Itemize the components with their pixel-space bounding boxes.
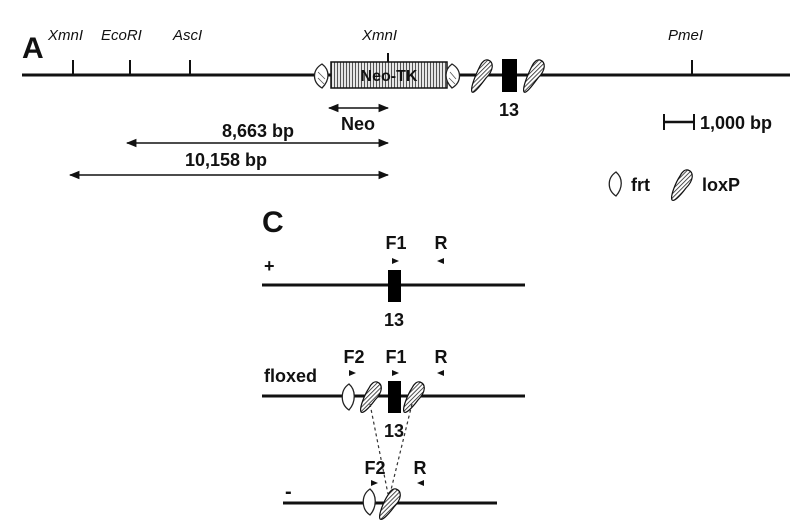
- panel-a-letter: A: [22, 32, 44, 65]
- legend-frt-symbol: [608, 171, 622, 197]
- fragment-10158-label: 10,158 bp: [185, 150, 267, 170]
- site-xmni-1: XmnI: [47, 27, 83, 75]
- wt-primer-f1-label: F1: [385, 233, 406, 253]
- wt-exon-13-label: 13: [384, 310, 404, 330]
- floxed-frt-site: [341, 383, 355, 411]
- site-pmei: PmeI: [668, 27, 703, 75]
- null-frt-site: [362, 488, 376, 516]
- null-allele-label: -: [285, 481, 292, 503]
- scale-bar: [663, 114, 695, 130]
- scale-bar-label: 1,000 bp: [700, 113, 772, 133]
- floxed-loxp-left: [360, 381, 382, 413]
- frt-site-left-mark: [317, 71, 326, 85]
- loxp-site-left: [471, 59, 493, 93]
- floxed-primer-r-label: R: [435, 347, 448, 367]
- floxed-allele-label: floxed: [264, 366, 317, 386]
- null-primer-r-label: R: [414, 458, 427, 478]
- frt-site-right-mark: [448, 71, 457, 85]
- legend-loxp-label: loxP: [702, 175, 740, 195]
- legend-frt-label: frt: [631, 175, 650, 195]
- exon-13-box: [502, 59, 517, 92]
- floxed-primer-r-arrow: [437, 370, 444, 376]
- null-primer-f2-arrow: [371, 480, 378, 486]
- neo-tk-cassette: [330, 61, 448, 89]
- panel-c-letter: C: [262, 206, 284, 239]
- floxed-primer-f1-label: F1: [385, 347, 406, 367]
- legend-loxp-symbol: [671, 169, 693, 201]
- neo-tk-label: Neo-TK: [361, 68, 418, 85]
- floxed-loxp-right: [403, 381, 425, 413]
- site-label-xmni-2: XmnI: [361, 27, 397, 44]
- wt-primer-r-label: R: [435, 233, 448, 253]
- wt-allele-label: +: [264, 256, 275, 276]
- site-xmni-2: XmnI: [361, 27, 397, 62]
- site-label-pmei: PmeI: [668, 27, 703, 44]
- site-label-xmni-1: XmnI: [47, 27, 83, 44]
- null-primer-r-arrow: [417, 480, 424, 486]
- site-ecori: EcoRI: [101, 27, 142, 75]
- neo-label: Neo: [341, 114, 375, 134]
- null-primer-f2-label: F2: [364, 458, 385, 478]
- floxed-exon-13-label: 13: [384, 421, 404, 441]
- floxed-primer-f1-arrow: [392, 370, 399, 376]
- wt-primer-f1-arrow: [392, 258, 399, 264]
- floxed-exon-13-box: [388, 381, 401, 413]
- null-loxp-site: [379, 488, 401, 520]
- recombination-line-left: [369, 403, 389, 495]
- fragment-8663-label: 8,663 bp: [222, 121, 294, 141]
- wt-exon-13-box: [388, 270, 401, 302]
- wt-primer-r-arrow: [437, 258, 444, 264]
- frt-site-right: [445, 63, 461, 89]
- recombination-line-right: [389, 403, 413, 495]
- exon-13-label: 13: [499, 100, 519, 120]
- floxed-primer-f2-arrow: [349, 370, 356, 376]
- floxed-primer-f2-label: F2: [343, 347, 364, 367]
- site-asci: AscI: [172, 27, 202, 75]
- site-label-ecori: EcoRI: [101, 27, 142, 44]
- loxp-site-right: [523, 59, 545, 93]
- site-label-asci: AscI: [172, 27, 202, 44]
- frt-site-left: [313, 63, 329, 89]
